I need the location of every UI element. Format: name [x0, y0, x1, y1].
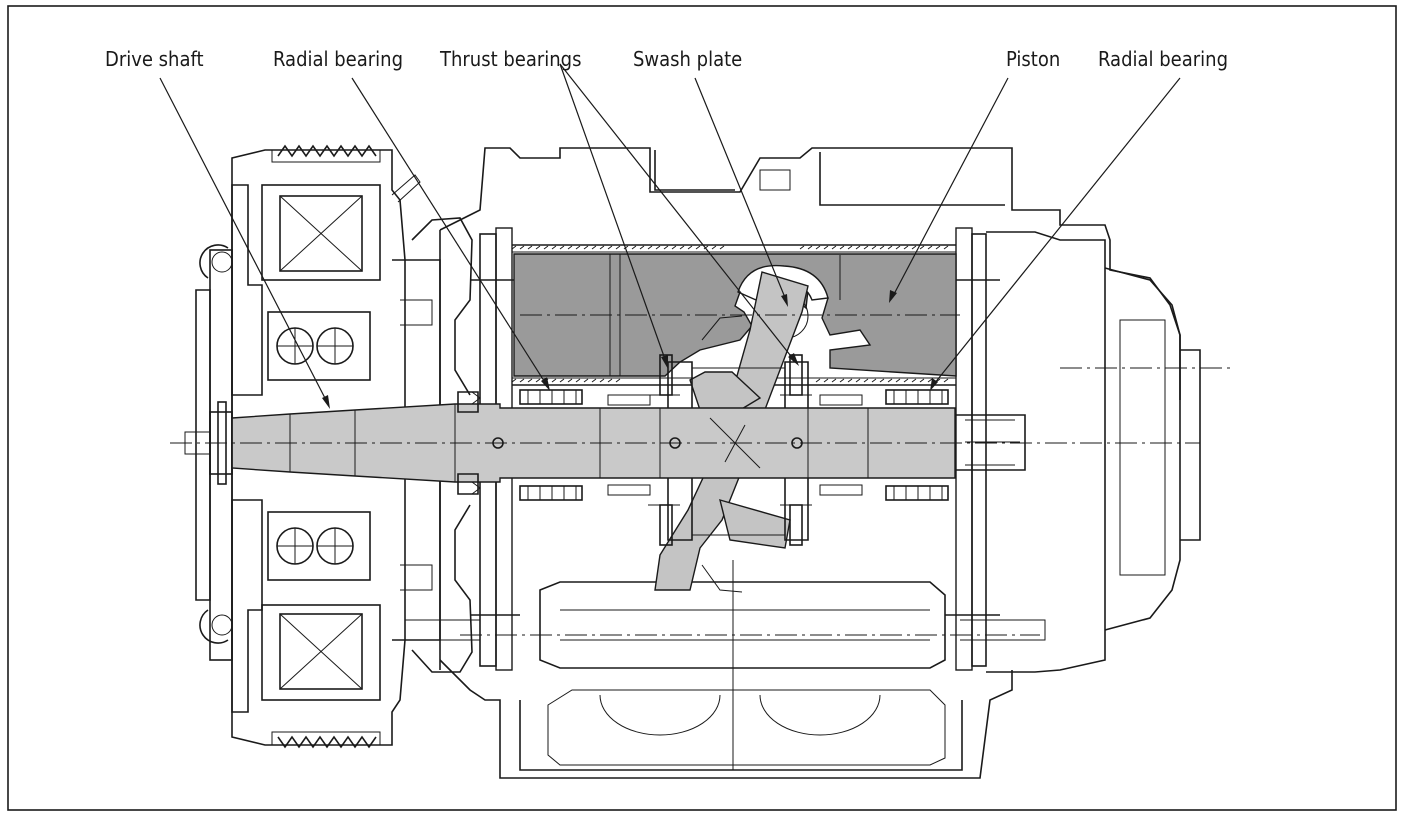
leader-radial-bearing-right	[933, 77, 1181, 385]
leader-thrust-bearing-1	[559, 63, 667, 363]
radial-bearings	[519, 389, 949, 501]
oil-sump	[547, 689, 946, 766]
radial-bearing-front-top	[519, 389, 583, 405]
leader-piston	[892, 77, 1009, 297]
rear-valve-plate	[955, 227, 973, 671]
label-radial-bearing-right: Radial bearing	[1098, 47, 1228, 71]
label-thrust-bearings: Thrust bearings	[439, 47, 581, 71]
lower-cavity	[539, 581, 946, 669]
compressor-housing	[405, 147, 1201, 779]
leader-radial-bearing-left	[351, 77, 547, 385]
leader-swash-plate	[694, 77, 787, 301]
leader-lines	[159, 63, 1181, 409]
label-piston: Piston	[1006, 47, 1060, 71]
thrust-bearing-right-bottom	[789, 504, 803, 546]
leader-drive-shaft	[159, 77, 328, 403]
coil-bottom	[279, 613, 363, 690]
radial-bearing-rear-top	[885, 389, 949, 405]
radial-bearing-front-bottom	[519, 485, 583, 501]
radial-bearing-rear-bottom	[885, 485, 949, 501]
label-radial-bearing-left: Radial bearing	[273, 47, 403, 71]
pulley-grooves-top	[277, 144, 377, 158]
coil-top	[279, 195, 363, 272]
thrust-bearings	[648, 354, 812, 546]
pulley-grooves-bottom	[277, 735, 377, 749]
label-drive-shaft: Drive shaft	[105, 47, 204, 71]
outer-frame	[7, 5, 1397, 811]
center-lines	[170, 314, 1230, 636]
label-swash-plate: Swash plate	[633, 47, 742, 71]
leader-thrust-bearing-2	[559, 63, 795, 361]
